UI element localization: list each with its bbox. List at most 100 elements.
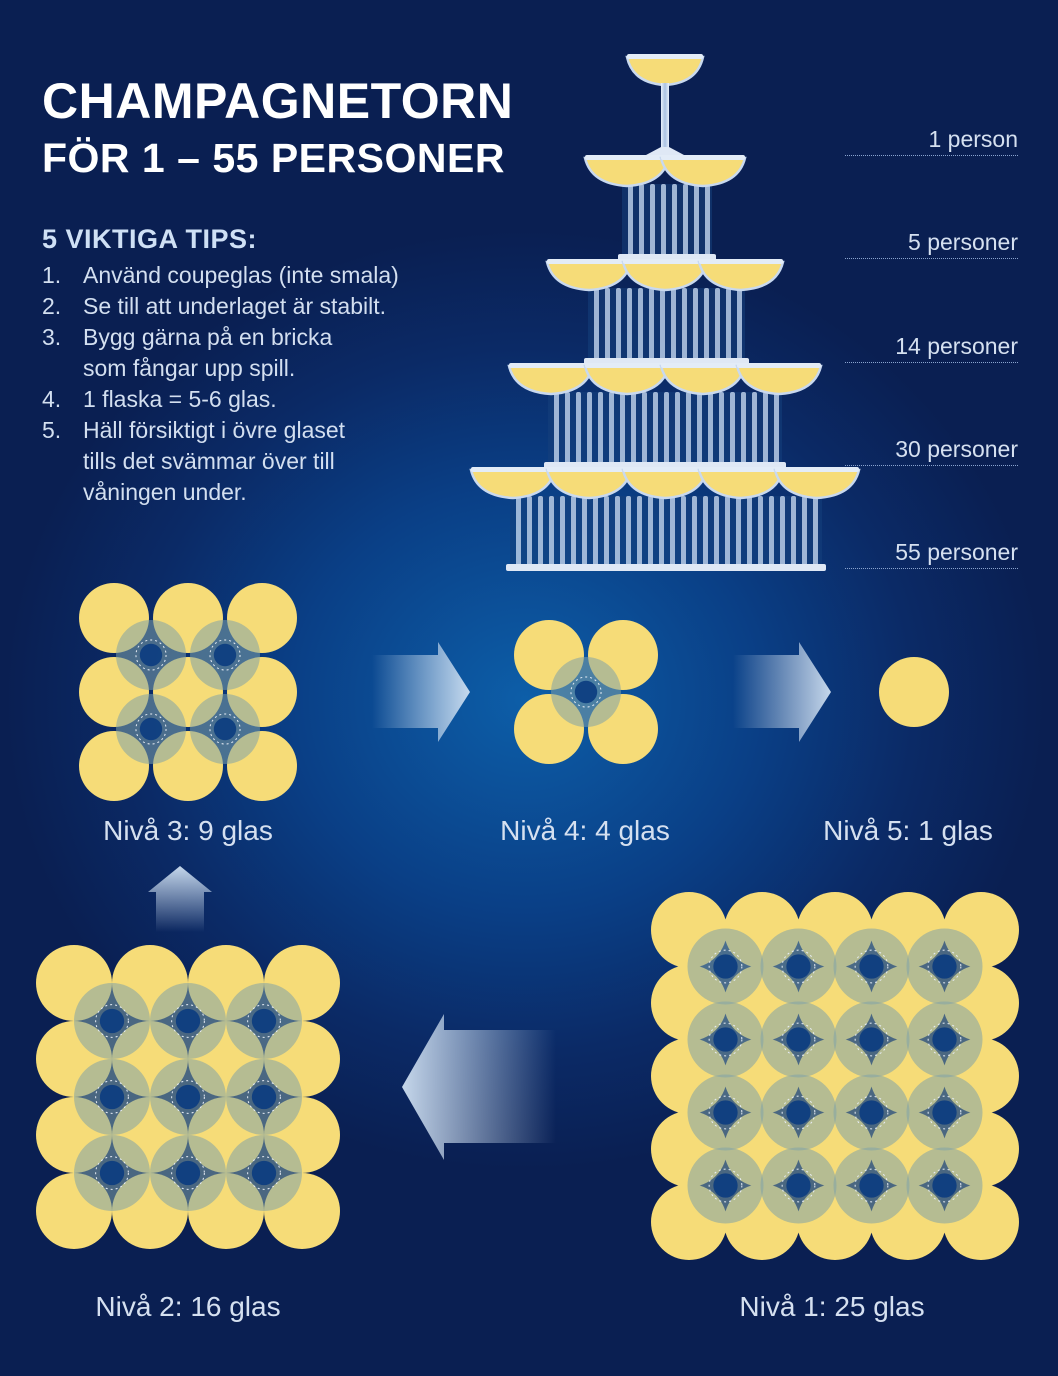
tower-label-1: 1 person — [928, 126, 1018, 152]
glass-rim — [699, 259, 783, 264]
glass-gap — [859, 1027, 884, 1052]
glass-stem — [747, 496, 752, 568]
glass-stem — [615, 496, 620, 568]
glass-stem — [686, 392, 691, 466]
glass-stem — [671, 288, 676, 362]
level-3-label: Nivå 3: 9 glas — [103, 815, 273, 846]
tower-tier-5-stems — [506, 496, 826, 571]
tip-line: 1.Använd coupeglas (inte smala) — [42, 260, 502, 291]
coupe-glass-icon — [659, 363, 747, 396]
glass-gap — [932, 1027, 957, 1052]
page-subtitle: FÖR 1 – 55 PERSONER — [42, 135, 505, 181]
glass-gap — [786, 1173, 811, 1198]
glass-stem — [802, 496, 807, 568]
level-grids — [36, 583, 1019, 1260]
glass-gap — [213, 643, 237, 667]
tip-number: 2. — [42, 293, 62, 319]
coupe-glass-icon — [621, 259, 709, 292]
coupe-glass-icon — [697, 467, 785, 500]
level-4-grid — [514, 620, 658, 764]
glass-gap — [251, 1160, 277, 1186]
glass-stem — [631, 392, 636, 466]
glass-stem — [683, 184, 688, 258]
tip-line: 3.Bygg gärna på en bricka — [42, 322, 502, 353]
dotted-ring — [95, 1004, 129, 1038]
level-5-label: Nivå 5: 1 glas — [823, 815, 993, 846]
glass-stem — [672, 184, 677, 258]
glass-stem — [813, 496, 818, 568]
dotted-ring — [854, 1095, 889, 1130]
tip-number: 4. — [42, 386, 62, 412]
arrow-icon — [372, 642, 470, 742]
glass-gap — [713, 954, 738, 979]
glass-stem — [661, 184, 666, 258]
dotted-ring — [209, 713, 241, 745]
glass-bowl — [507, 364, 595, 396]
glass-stem — [703, 496, 708, 568]
dotted-ring — [927, 1095, 962, 1130]
glass-gap — [213, 717, 237, 741]
glass-stem — [516, 496, 521, 568]
coupe-glass-icon — [545, 259, 633, 292]
glass-stem — [626, 496, 631, 568]
glass-stem — [752, 392, 757, 466]
glass-bowl — [469, 468, 557, 500]
coupe-glass-icon — [583, 155, 671, 188]
glass-stem — [549, 496, 554, 568]
glass-gap — [139, 717, 163, 741]
tower-divider — [845, 568, 1018, 569]
glass-stem — [659, 496, 664, 568]
glass-gap — [786, 1100, 811, 1125]
dotted-ring — [708, 949, 743, 984]
glass-stem — [649, 288, 654, 362]
glass-stem — [650, 184, 655, 258]
dotted-ring — [708, 1168, 743, 1203]
glass-stem — [576, 392, 581, 466]
glass-stem — [719, 392, 724, 466]
glass-stem — [637, 496, 642, 568]
dotted-ring — [781, 1095, 816, 1130]
glass-stem — [774, 392, 779, 466]
dotted-ring — [135, 639, 167, 671]
glass-stem — [554, 392, 559, 466]
glass-stem — [648, 496, 653, 568]
coupe-glass-icon — [469, 467, 557, 500]
tower-divider — [845, 465, 1018, 466]
glass-stem — [653, 392, 658, 466]
glass-bowl — [659, 364, 747, 396]
glass-rim — [623, 259, 707, 264]
page-title: CHAMPAGNETORN — [42, 73, 514, 129]
glass-stem — [593, 496, 598, 568]
arrow-icon — [733, 642, 831, 742]
tip-line: 4.1 flaska = 5-6 glas. — [42, 384, 502, 415]
glass-stem — [628, 184, 633, 258]
tip-text: som fångar upp spill. — [83, 355, 296, 381]
level-5-grid — [879, 657, 949, 727]
tower-label-3: 14 personer — [895, 333, 1018, 359]
level-3-grid — [79, 583, 297, 801]
coupe-glass-icon — [659, 155, 747, 188]
dotted-ring — [781, 1022, 816, 1057]
glass-stem — [780, 496, 785, 568]
glass-stem — [642, 392, 647, 466]
coupe-glass-icon — [735, 363, 823, 396]
glass-rim — [623, 467, 707, 472]
glass-gap — [859, 1173, 884, 1198]
glass-stem — [736, 496, 741, 568]
glass-gap — [574, 680, 598, 704]
level-arrows — [148, 642, 831, 1160]
dotted-ring — [247, 1156, 281, 1190]
glass-stem — [627, 288, 632, 362]
tip-line: som fångar upp spill. — [42, 353, 502, 384]
glass-stem — [582, 496, 587, 568]
glass-bowl — [621, 468, 709, 500]
glass-stem — [616, 288, 621, 362]
glass-gap — [859, 1100, 884, 1125]
dotted-ring — [854, 1168, 889, 1203]
glass-stem — [693, 288, 698, 362]
glass-stem — [681, 496, 686, 568]
dotted-ring — [781, 1168, 816, 1203]
dotted-ring — [209, 639, 241, 671]
glass-stem — [682, 288, 687, 362]
glass-gap — [932, 1173, 957, 1198]
